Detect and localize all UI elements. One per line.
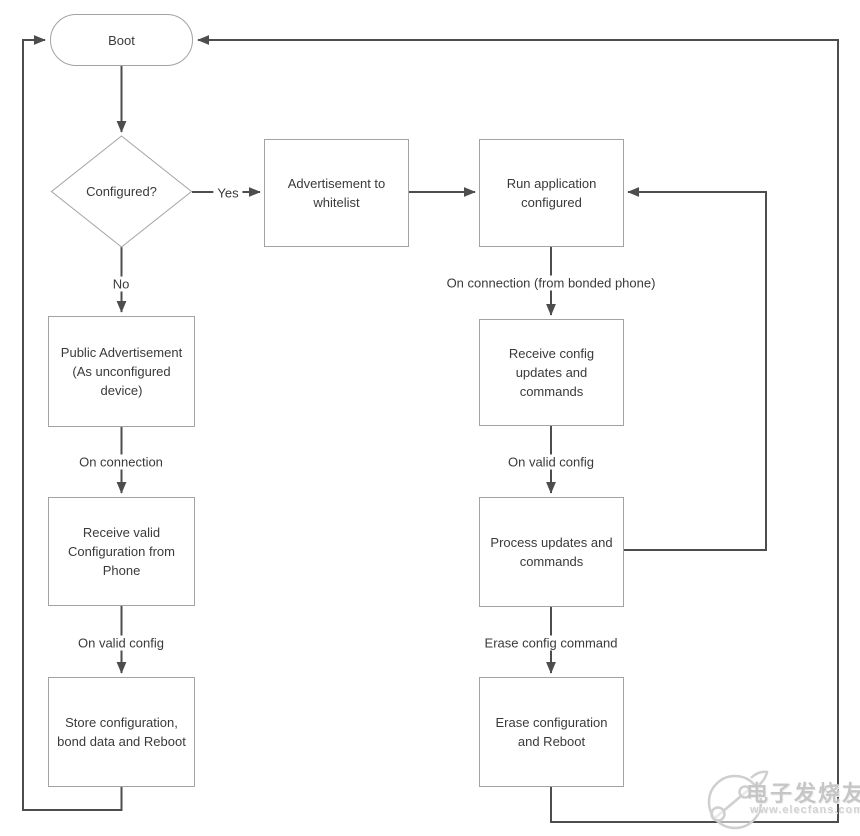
node-public-advertisement: Public Advertisement (As unconfigured de… [48,316,195,427]
edge-label-on-valid-config-left: On valid config [74,635,168,651]
edge-erase-loop-to-boot [197,35,839,823]
node-configured: Configured? [86,184,157,199]
node-advertisement-whitelist: Advertisement to whitelist [264,139,409,247]
edge-label-on-valid-config-right: On valid config [504,454,598,470]
edge-label-no: No [108,276,134,292]
decision-diamond [50,135,193,248]
watermark-site: www.elecfans.com [750,804,860,816]
node-process-updates: Process updates and commands [479,497,624,607]
edge-label-on-connection-bonded: On connection (from bonded phone) [442,275,660,291]
node-boot: Boot [50,14,193,66]
node-erase-configuration: Erase configuration and Reboot [479,677,624,787]
edge-process-loop-to-run [624,187,767,551]
node-receive-config-updates: Receive config updates and commands [479,319,624,426]
elecfans-logo-icon [707,770,769,830]
watermark-brand: 电子发烧友 [746,781,860,806]
edge-label-on-connection: On connection [75,454,167,470]
node-store-configuration: Store configuration, bond data and Reboo… [48,677,195,787]
node-receive-valid-configuration: Receive valid Configuration from Phone [48,497,195,606]
node-run-application: Run application configured [479,139,624,247]
edge-store-loop-to-boot [22,35,123,811]
edge-label-yes: Yes [213,185,243,201]
edge-label-erase-config-command: Erase config command [480,635,622,651]
